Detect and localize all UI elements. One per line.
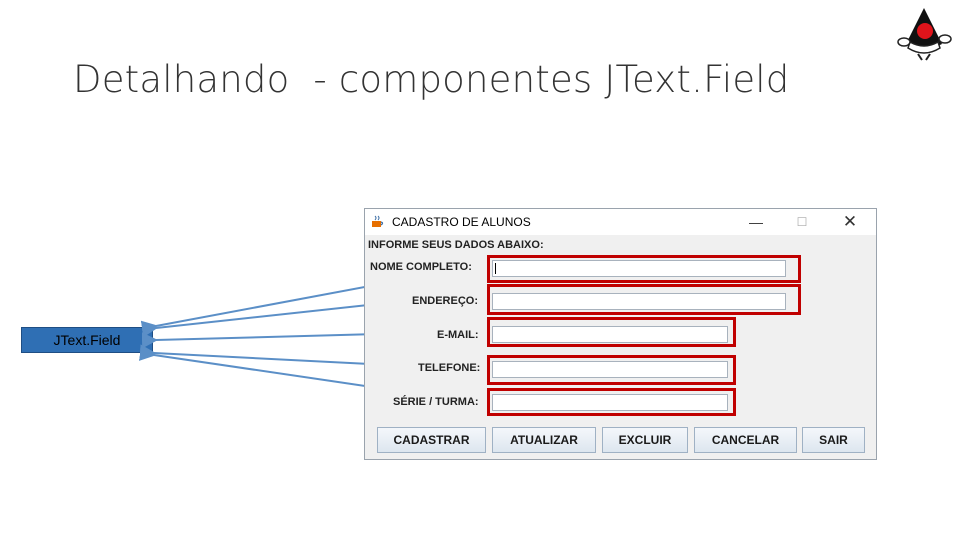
highlight-nome	[487, 255, 801, 283]
cancelar-button[interactable]: CANCELAR	[694, 427, 797, 453]
label-endereco: ENDEREÇO:	[412, 295, 479, 307]
cadastro-window: CADASTRO DE ALUNOS — ☐ ✕ INFORME SEUS DA…	[364, 208, 877, 460]
minimize-button[interactable]: —	[749, 214, 763, 230]
window-titlebar[interactable]: CADASTRO DE ALUNOS — ☐ ✕	[365, 209, 876, 235]
label-serie: SÉRIE / TURMA:	[393, 396, 479, 408]
highlight-serie	[487, 388, 736, 416]
highlight-email	[487, 317, 736, 347]
excluir-button[interactable]: EXCLUIR	[602, 427, 688, 453]
highlight-endereco	[487, 284, 801, 315]
highlight-telefone	[487, 355, 736, 385]
serie-field[interactable]	[492, 394, 728, 411]
atualizar-button[interactable]: ATUALIZAR	[492, 427, 596, 453]
form-header: INFORME SEUS DADOS ABAIXO:	[368, 239, 544, 251]
label-telefone: TELEFONE:	[418, 362, 481, 374]
duke-java-mascot-icon	[897, 8, 952, 61]
nome-field[interactable]	[492, 260, 786, 277]
email-field[interactable]	[492, 326, 728, 343]
jtextfield-callout: JText.Field	[21, 327, 153, 353]
cadastrar-button[interactable]: CADASTRAR	[377, 427, 486, 453]
label-email: E-MAIL:	[437, 329, 479, 341]
window-title: CADASTRO DE ALUNOS	[392, 215, 531, 229]
label-nome: NOME COMPLETO:	[370, 261, 472, 273]
java-cup-icon	[372, 215, 384, 227]
endereco-field[interactable]	[492, 293, 786, 310]
close-button[interactable]: ✕	[842, 212, 858, 231]
telefone-field[interactable]	[492, 361, 728, 378]
maximize-button[interactable]: ☐	[796, 215, 808, 229]
sair-button[interactable]: SAIR	[802, 427, 865, 453]
slide-title: Detalhando - componentes JText.Field	[73, 58, 790, 101]
